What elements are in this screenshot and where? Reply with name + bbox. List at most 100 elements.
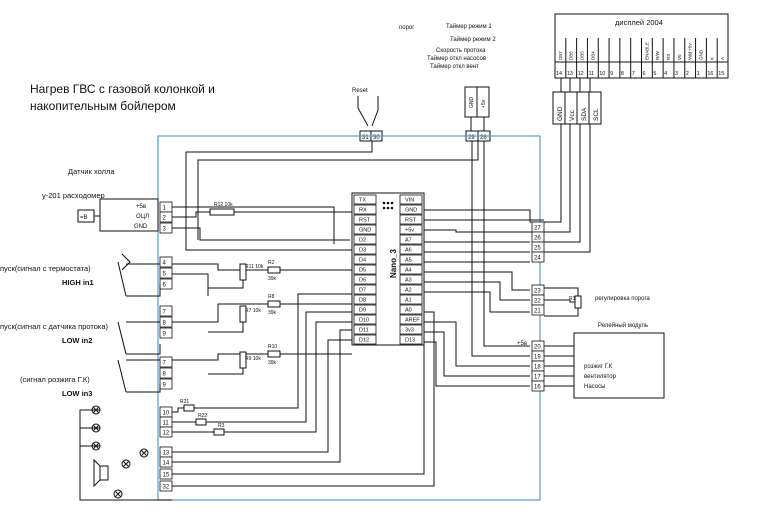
left-terminal-number: 9 [163,331,167,337]
right-terminal-number: 24 [534,255,541,261]
right-terminal-pin [531,304,545,316]
left-terminal-number: 32 [163,484,170,490]
nano-right-pin [399,274,423,285]
nano-right-pin [399,334,423,345]
nano-left-pin [353,224,377,235]
board-outline [157,135,541,501]
nano-right-pin-label: A7 [405,238,412,244]
output-leds: R21 R22 R3 [79,293,435,501]
left-terminal-number: 14 [163,460,170,466]
flowsig-in: LOW in2 [62,336,92,345]
left-terminal-pin [159,327,173,339]
relay-item-3: Насосы [584,384,605,390]
flow-pin-out: ОЦЛ [136,214,149,220]
display-pin-number: 5 [653,71,656,77]
left-terminal-number: 5 [163,271,167,277]
nano-right-pin [399,224,423,235]
display-pin-label: DB5 [580,51,585,60]
resistor-r12 [209,208,235,216]
nano-left-pin-label: D9 [359,308,366,314]
nano-right-pin [399,294,423,305]
left-terminal-pin [159,256,173,268]
right-terminal-number: 19 [534,354,541,360]
nano-label: Nano_3 [389,249,398,278]
nano-right-pin-label: A2 [405,288,412,294]
resistor-r9b-label: R9 10k [245,356,261,362]
resistor-r2-label: R2 [268,260,275,266]
display-pin-label: DB7 [558,51,563,60]
right-terminal-number: 18 [534,364,541,370]
display-pin-label: A [720,57,725,60]
input-circuit-3: R10 39k R9 10k [172,344,352,375]
reset-label: Reset [352,88,368,94]
nano-right-pin [399,324,423,335]
nano-left-pin [353,324,377,335]
nano-right-pin [399,264,423,275]
display-pin-number: 2 [686,71,689,77]
nano-left-pin [353,214,377,225]
left-terminal-number: 11 [163,420,170,426]
nano-left-pin-label: GND [359,228,371,234]
right-terminal-number: 21 [534,308,541,314]
display-pin-number: 16 [707,71,713,77]
power-pin-29: 29 [468,135,475,141]
display-pin-number: 14 [556,71,562,77]
flow-meter-connector [99,198,159,232]
right-terminal-number: 27 [534,225,541,231]
nano-left-pin-label: D4 [359,258,366,264]
nano-left-pin-label: D8 [359,298,366,304]
ign-in: LOW in3 [62,389,92,398]
nano-left-pin [353,274,377,285]
porog-reg-label: регулировка порога [595,296,651,302]
nano-right-pin-label: A6 [405,248,412,254]
relay-title: Релейный модуль [598,322,648,329]
left-terminal-number: 12 [163,430,170,436]
resistor-r8-label: R8 [268,294,275,300]
display-pin-label: R/W [655,51,660,61]
display-pin-number: 6 [643,71,646,77]
display-pin-number: 3 [675,71,678,77]
left-terminal-number: 3 [163,226,167,232]
nano-left-pin [353,314,377,325]
right-terminal-number: 26 [534,235,541,241]
left-terminal-number: 15 [163,472,170,478]
display-bus-label: GND [557,106,564,121]
nano-left-pin [353,194,377,205]
display-pin-label: K [709,57,714,60]
input-circuit-2: R8 39k R7 10k [172,294,352,333]
nano-left-pin-label: D5 [359,268,366,274]
flow-label: y-201 расходомер [42,191,105,200]
right-terminal-number: 22 [534,298,541,304]
relay-item-1: розжиг Г.К [584,364,613,370]
nano-left-pin [353,244,377,255]
power-gnd-label: GND [469,97,475,109]
nano-left-pin-label: D10 [359,318,369,324]
resistor-r22-label: R22 [198,413,207,419]
left-terminal-pin [159,367,173,379]
nano-left-pin-label: TX [359,198,366,204]
nano-right-pin-label: AREF [405,318,420,324]
display-pin-number: 12 [578,71,584,77]
left-terminal-number: 7 [163,309,167,315]
display-pin-number: 9 [610,71,613,77]
hall-label: Датчик холла [68,167,115,176]
flowsig-label: пуск(сигнал с датчика протока) [0,322,109,331]
display-bus-label: Vcc [569,109,576,121]
right-terminal-pin [531,251,545,263]
display-title: дисплей 2004 [615,18,663,27]
resistor-r3-label: 39k [268,276,277,282]
nano-right-pin [399,214,423,225]
left-terminal-number: 2 [163,215,167,221]
nano-right-pin [399,244,423,255]
nano-left-pin-label: D6 [359,278,366,284]
nano-right-pin [399,254,423,265]
display-pin-label: DB6 [569,51,574,60]
display-pin-label: V0 [677,54,682,60]
display-pin-label: Vdd +5v [688,43,693,60]
nano-left-pin [353,334,377,345]
porog-potentiometer: R1 регулировка порога [544,287,651,317]
